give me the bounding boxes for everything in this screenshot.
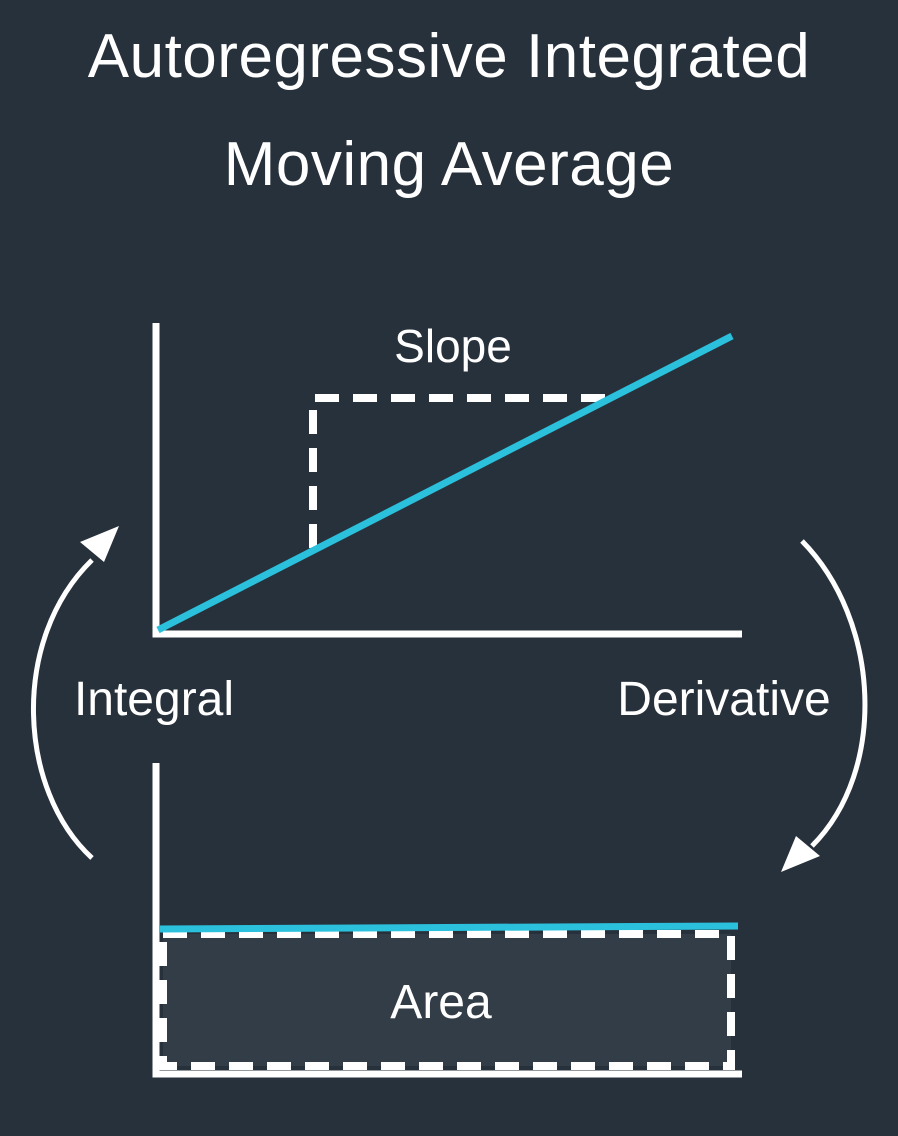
integral-arrow — [31, 526, 119, 860]
derivative-arrow — [781, 539, 868, 872]
area-dashed-border — [159, 930, 735, 1070]
slope-graph: Slope — [152, 320, 742, 638]
area-label: Area — [390, 976, 492, 1029]
title-line-1: Autoregressive Integrated — [87, 22, 811, 91]
slope-label: Slope — [394, 320, 512, 372]
integral-label: Integral — [74, 673, 234, 726]
constant-line — [158, 922, 739, 933]
arrow-down-curved-icon — [800, 539, 868, 848]
derivative-label: Derivative — [617, 673, 830, 726]
slope-triangle-dashed — [309, 394, 606, 548]
area-fill — [163, 934, 731, 1066]
area-graph: Area — [152, 763, 742, 1078]
bottom-graph-axes — [152, 763, 742, 1078]
title-line-2: Moving Average — [223, 130, 675, 199]
top-graph-axes — [152, 323, 742, 638]
derivative-arrowhead — [781, 836, 820, 872]
arrow-up-curved-icon — [31, 558, 94, 860]
integral-arrowhead — [80, 526, 119, 562]
slope-line — [156, 332, 734, 634]
